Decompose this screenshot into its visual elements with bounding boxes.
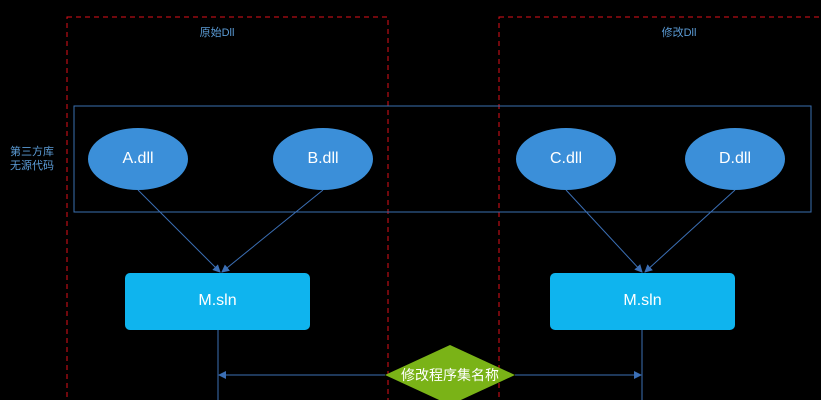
solution-label-right: M.sln xyxy=(623,292,662,309)
connector-a-sln xyxy=(137,189,221,273)
dll-label-c: C.dll xyxy=(549,150,582,167)
third-party-side-label: 第三方库 无源代码 xyxy=(10,145,66,173)
side-label-line1: 第三方库 xyxy=(10,146,54,158)
dll-label-d: D.dll xyxy=(718,150,751,167)
dll-node-a xyxy=(88,128,188,190)
side-label-line2: 无源代码 xyxy=(10,160,54,172)
solution-label-left: M.sln xyxy=(198,292,237,309)
dll-label-a: A.dll xyxy=(122,150,154,167)
connector-c-sln xyxy=(565,189,643,273)
connector-d-sln xyxy=(644,189,736,273)
decision-label: 修改程序集名称 xyxy=(401,367,499,383)
solution-box-right xyxy=(550,273,735,330)
left-group-title: 原始Dll xyxy=(199,27,235,39)
left-group-box xyxy=(66,16,389,400)
right-group-title: 修改Dll xyxy=(661,27,697,39)
solution-box-left xyxy=(125,273,310,330)
dll-node-c xyxy=(516,128,616,190)
dll-node-b xyxy=(273,128,373,190)
decision-diamond xyxy=(385,345,515,400)
right-group-box xyxy=(498,16,821,400)
dll-node-d xyxy=(685,128,785,190)
dll-label-b: B.dll xyxy=(307,150,339,167)
connector-b-sln xyxy=(221,189,324,273)
third-party-box xyxy=(73,105,812,213)
